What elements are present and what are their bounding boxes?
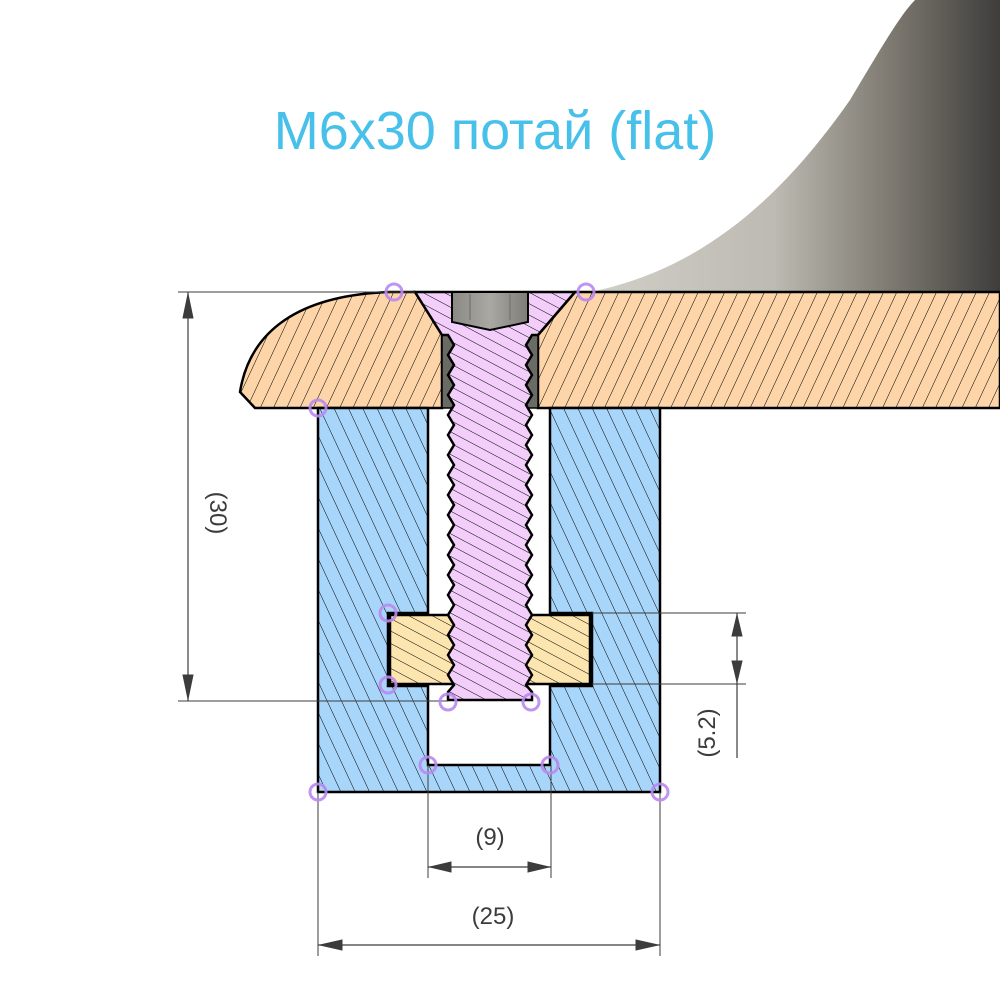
snap-points bbox=[308, 282, 670, 802]
dimension-slot-width bbox=[427, 765, 552, 878]
snap-point[interactable] bbox=[521, 692, 541, 712]
snap-point[interactable] bbox=[650, 782, 670, 802]
background-3d-surface bbox=[590, 0, 1000, 292]
snap-point[interactable] bbox=[384, 282, 404, 302]
countersunk-screw-M6x30[interactable] bbox=[412, 290, 578, 702]
snap-point[interactable] bbox=[378, 675, 398, 695]
board-section[interactable] bbox=[238, 290, 1000, 410]
drawing-title: M6x30 потай (flat) bbox=[273, 101, 717, 161]
dimension-height bbox=[178, 291, 448, 702]
dimension-slot-width-label: (9) bbox=[475, 824, 504, 851]
snap-point[interactable] bbox=[378, 603, 398, 623]
dimension-profile-width-label: (25) bbox=[472, 903, 515, 930]
dimension-profile-width bbox=[317, 792, 661, 956]
dimension-height-label: (30) bbox=[204, 492, 231, 535]
snap-point[interactable] bbox=[308, 398, 328, 418]
snap-point[interactable] bbox=[418, 755, 438, 775]
snap-point[interactable] bbox=[308, 782, 328, 802]
snap-point[interactable] bbox=[576, 282, 596, 302]
snap-point[interactable] bbox=[540, 755, 560, 775]
dimension-nut-thickness-label: (5.2) bbox=[694, 708, 721, 757]
snap-point[interactable] bbox=[438, 692, 458, 712]
dimension-nut-thickness bbox=[592, 612, 746, 758]
hex-socket bbox=[451, 291, 529, 332]
aluminum-profile-section[interactable] bbox=[316, 406, 662, 794]
